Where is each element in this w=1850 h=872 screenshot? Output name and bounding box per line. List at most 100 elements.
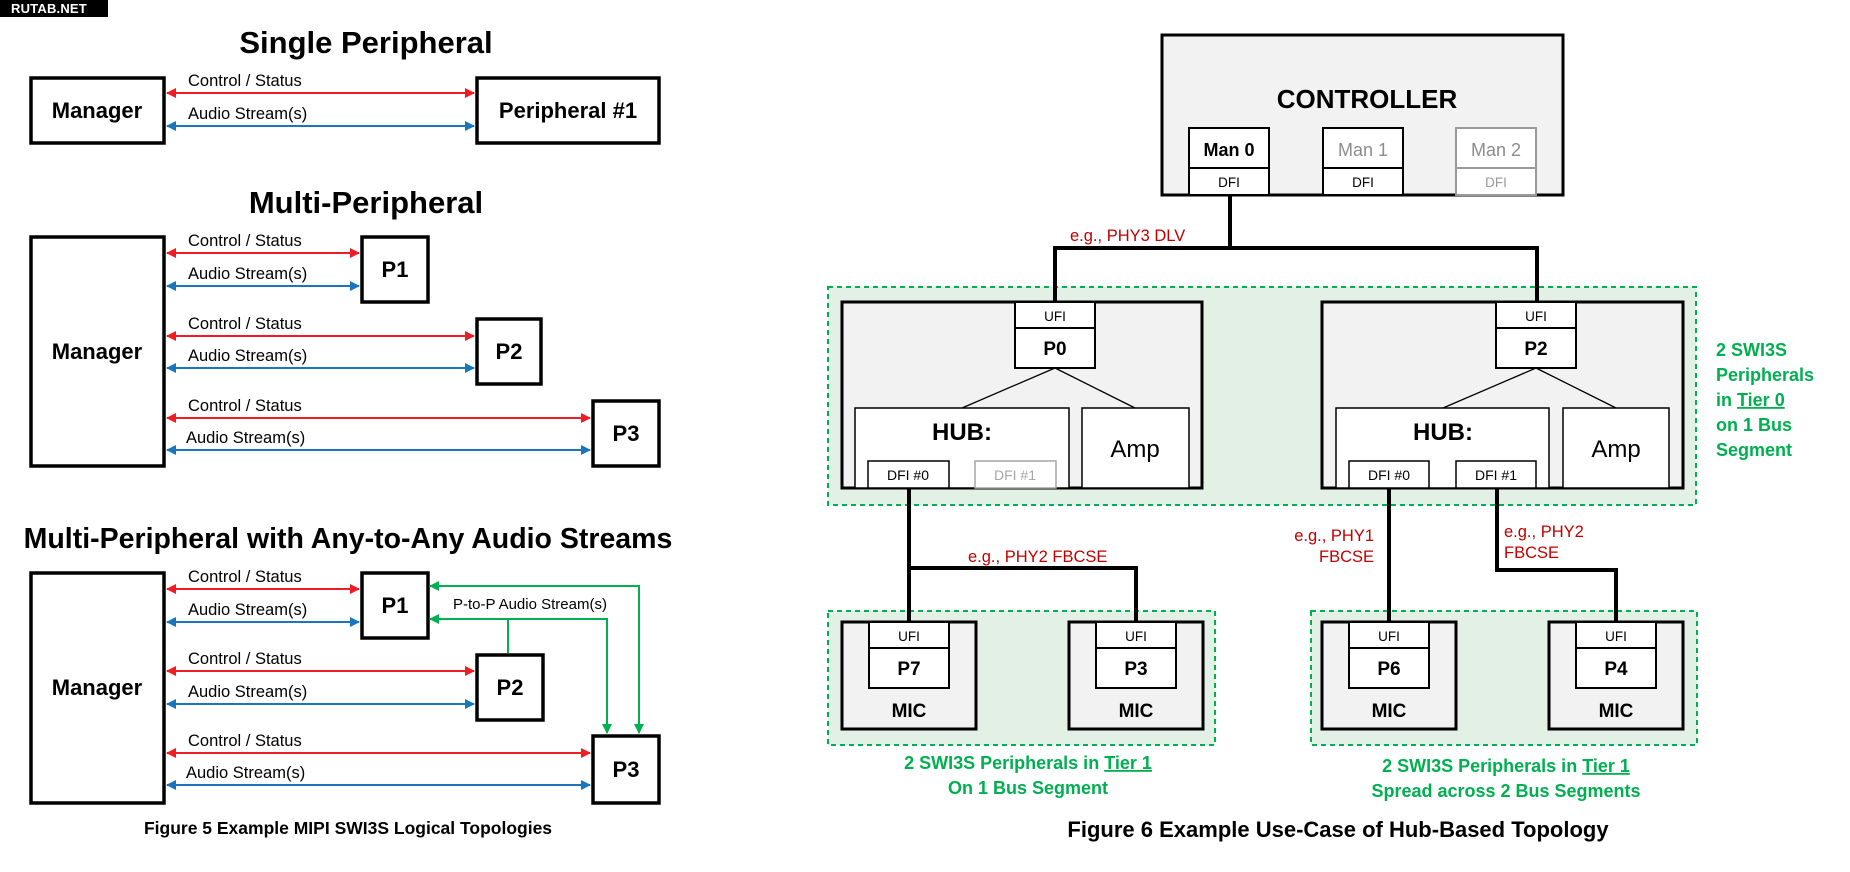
ufi-label: UFI [1378, 629, 1400, 644]
manager-1-dfi: DFI [1352, 175, 1374, 190]
audio-stream-label: Audio Stream(s) [188, 683, 307, 701]
audio-stream-label: Audio Stream(s) [186, 764, 305, 782]
mic-p3: UFI P3 MIC [1067, 620, 1205, 731]
ufi-label: UFI [898, 629, 920, 644]
peripheral-label: P1 [382, 257, 409, 282]
manager-0-dfi: DFI [1218, 175, 1240, 190]
amp-box [1081, 407, 1190, 489]
control-status-label: Control / Status [188, 72, 302, 90]
peripheral-box-p2 [475, 317, 543, 386]
ufi-box [1575, 621, 1657, 649]
ufi-box [1348, 621, 1430, 649]
hub-link [961, 367, 1056, 409]
tier0-note-text: 2 SWI3S Peripherals in Tier 0 on 1 Bus S… [1716, 340, 1819, 460]
audio-stream-label: Audio Stream(s) [188, 105, 307, 123]
control-status-label: Control / Status [188, 232, 302, 250]
tier1-right-note-line2: Spread across 2 Bus Segments [1371, 781, 1640, 801]
peripheral-label: P4 [1604, 659, 1628, 680]
manager-1-label: Man 1 [1338, 140, 1388, 160]
hub-p2: UFI P2 HUB: Amp DFI #0 DFI #1 [1320, 300, 1685, 490]
mic-label: MIC [892, 701, 927, 722]
manager-0-dfi-box [1188, 167, 1270, 196]
peripheral-label: P0 [1043, 339, 1066, 360]
manager-label: Manager [52, 675, 143, 700]
manager-0-box [1188, 127, 1270, 169]
section-title: Single Peripheral [239, 25, 492, 60]
ufi-label: UFI [1605, 629, 1627, 644]
right-bus1-phy-label-1: e.g., PHY2 [1504, 523, 1584, 541]
hub-label: HUB: [932, 419, 992, 446]
peripheral-label: P3 [613, 421, 640, 446]
amp-link [1535, 367, 1617, 409]
right-bus1 [1495, 488, 1618, 622]
control-status-label: Control / Status [188, 315, 302, 333]
single-peripheral-section: Single Peripheral Manager Peripheral #1 … [29, 25, 661, 145]
tier1-left-note-line1: 2 SWI3S Peripherals in Tier 1 [904, 753, 1152, 773]
hub-label: HUB: [1413, 419, 1473, 446]
manager-2-label: Man 2 [1471, 140, 1521, 160]
audio-stream-label: Audio Stream(s) [188, 601, 307, 619]
manager-2-dfi: DFI [1485, 175, 1507, 190]
control-status-label: Control / Status [188, 650, 302, 668]
ufi-label: UFI [1044, 309, 1066, 324]
mic-label: MIC [1372, 701, 1407, 722]
dfi0-label: DFI #0 [887, 467, 929, 483]
amp-label: Amp [1591, 436, 1640, 463]
peripheral-box-p3 [591, 734, 661, 805]
dfi1-label: DFI #1 [994, 467, 1036, 483]
dfi1-box [974, 460, 1057, 489]
peripheral-label: P2 [1524, 339, 1547, 360]
mic-p7: UFI P7 MIC [840, 620, 978, 731]
mic-p4: UFI P4 MIC [1547, 620, 1685, 731]
section-title: Multi-Peripheral with Any-to-Any Audio S… [24, 523, 673, 555]
ufi-label: UFI [1525, 309, 1547, 324]
peripheral-label: P3 [1124, 659, 1147, 680]
tier0-bus [1053, 246, 1539, 302]
audio-stream-label: Audio Stream(s) [188, 265, 307, 283]
tier1-right-note-line1: 2 SWI3S Peripherals in Tier 1 [1382, 756, 1630, 776]
peripheral-box [1014, 327, 1096, 369]
control-status-label: Control / Status [188, 397, 302, 415]
left-bus-branch [909, 566, 1138, 622]
p2p-label: P-to-P Audio Stream(s) [453, 596, 607, 613]
manager-box [29, 571, 166, 805]
manager-label: Manager [52, 339, 143, 364]
ufi-label: UFI [1125, 629, 1147, 644]
manager-0-label: Man 0 [1203, 140, 1254, 160]
amp-box [1562, 407, 1670, 489]
control-status-label: Control / Status [188, 732, 302, 750]
peripheral-box [475, 76, 661, 145]
tier1-left-note-line2: On 1 Bus Segment [948, 778, 1108, 798]
hub-p0: UFI P0 HUB: Amp DFI #0 DFI #1 [840, 300, 1204, 490]
peripheral-box [1575, 647, 1657, 689]
peripheral-label: P3 [613, 757, 640, 782]
mic-p6: UFI P6 MIC [1320, 620, 1458, 731]
control-status-label: Control / Status [188, 568, 302, 586]
manager-label: Manager [52, 98, 143, 123]
dfi0-box [1348, 460, 1430, 489]
manager-2-dfi-box [1455, 167, 1537, 196]
dfi1-label: DFI #1 [1475, 467, 1517, 483]
peripheral-box-p1 [360, 235, 430, 304]
tier0-phy-label: e.g., PHY3 DLV [1070, 227, 1185, 245]
peripheral-box [868, 647, 950, 689]
figure-5: Single Peripheral Manager Peripheral #1 … [24, 25, 673, 838]
peripheral-label: P1 [382, 593, 409, 618]
figure-5-caption: Figure 5 Example MIPI SWI3S Logical Topo… [144, 818, 552, 838]
any-to-any-section: Multi-Peripheral with Any-to-Any Audio S… [24, 523, 673, 805]
section-title: Multi-Peripheral [249, 185, 483, 220]
figure-6: CONTROLLER Man 0 DFI Man 1 DFI Man 2 DFI… [827, 33, 1819, 842]
peripheral-label: P2 [496, 339, 523, 364]
hub-link [1442, 367, 1537, 409]
peripheral-label: P7 [897, 659, 920, 680]
multi-peripheral-section: Multi-Peripheral Manager P1 P2 P3 Contro… [29, 185, 661, 468]
amp-link [1054, 367, 1136, 409]
dfi0-label: DFI #0 [1368, 467, 1410, 483]
peripheral-box [1095, 647, 1177, 689]
watermark: RUTAB.NET [0, 0, 108, 17]
audio-stream-label: Audio Stream(s) [186, 429, 305, 447]
manager-box [29, 235, 166, 468]
peripheral-box [1348, 647, 1430, 689]
p2p-stream-p1-p3 [429, 581, 644, 734]
